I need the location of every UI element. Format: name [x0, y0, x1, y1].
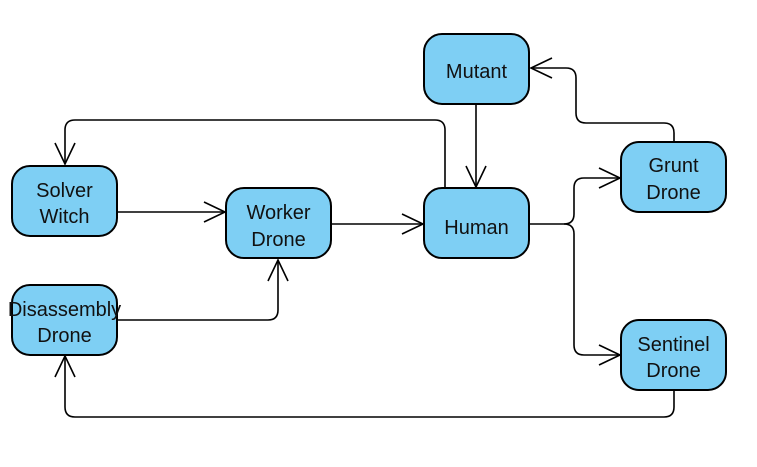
- node-worker-drone-label-1: Worker: [246, 202, 310, 224]
- edge-sentinel-drone-to-disassembly-drone: [64, 356, 675, 418]
- edge-human-to-solver-witch: [64, 119, 446, 187]
- node-worker-drone-label-2: Drone: [251, 229, 305, 251]
- node-mutant[interactable]: Mutant: [423, 33, 530, 105]
- node-grunt-drone[interactable]: Grunt Drone: [620, 141, 727, 213]
- node-mutant-label: Mutant: [446, 61, 508, 83]
- edge-grunt-drone-to-mutant: [531, 67, 675, 141]
- edge-human-to-grunt-drone: [529, 177, 620, 225]
- node-human[interactable]: Human: [423, 187, 530, 259]
- edges: [54, 57, 675, 418]
- edge-human-to-sentinel-drone: [563, 223, 620, 356]
- node-solver-witch-label-1: Solver: [36, 180, 93, 202]
- edge-human-to-solver-witch-arrowhead: [54, 142, 76, 166]
- node-solver-witch[interactable]: Solver Witch: [11, 165, 118, 237]
- node-sentinel-drone[interactable]: Sentinel Drone: [620, 319, 727, 391]
- node-sentinel-drone-label-2: Drone: [646, 360, 700, 382]
- edge-grunt-drone-to-mutant-arrowhead: [529, 57, 553, 79]
- node-solver-witch-label-2: Witch: [40, 206, 90, 228]
- edge-disassembly-drone-to-worker-drone: [118, 260, 279, 321]
- node-disassembly-drone-label-2: Drone: [37, 325, 91, 347]
- edge-disassembly-drone-to-worker-drone-arrowhead: [267, 258, 289, 282]
- node-disassembly-drone[interactable]: Disassembly Drone: [8, 284, 121, 356]
- node-worker-drone[interactable]: Worker Drone: [225, 187, 332, 259]
- node-grunt-drone-label-2: Drone: [646, 182, 700, 204]
- node-sentinel-drone-label-1: Sentinel: [637, 334, 709, 356]
- node-human-label: Human: [444, 217, 508, 239]
- node-disassembly-drone-label-1: Disassembly: [8, 299, 121, 321]
- node-grunt-drone-label-1: Grunt: [648, 155, 698, 177]
